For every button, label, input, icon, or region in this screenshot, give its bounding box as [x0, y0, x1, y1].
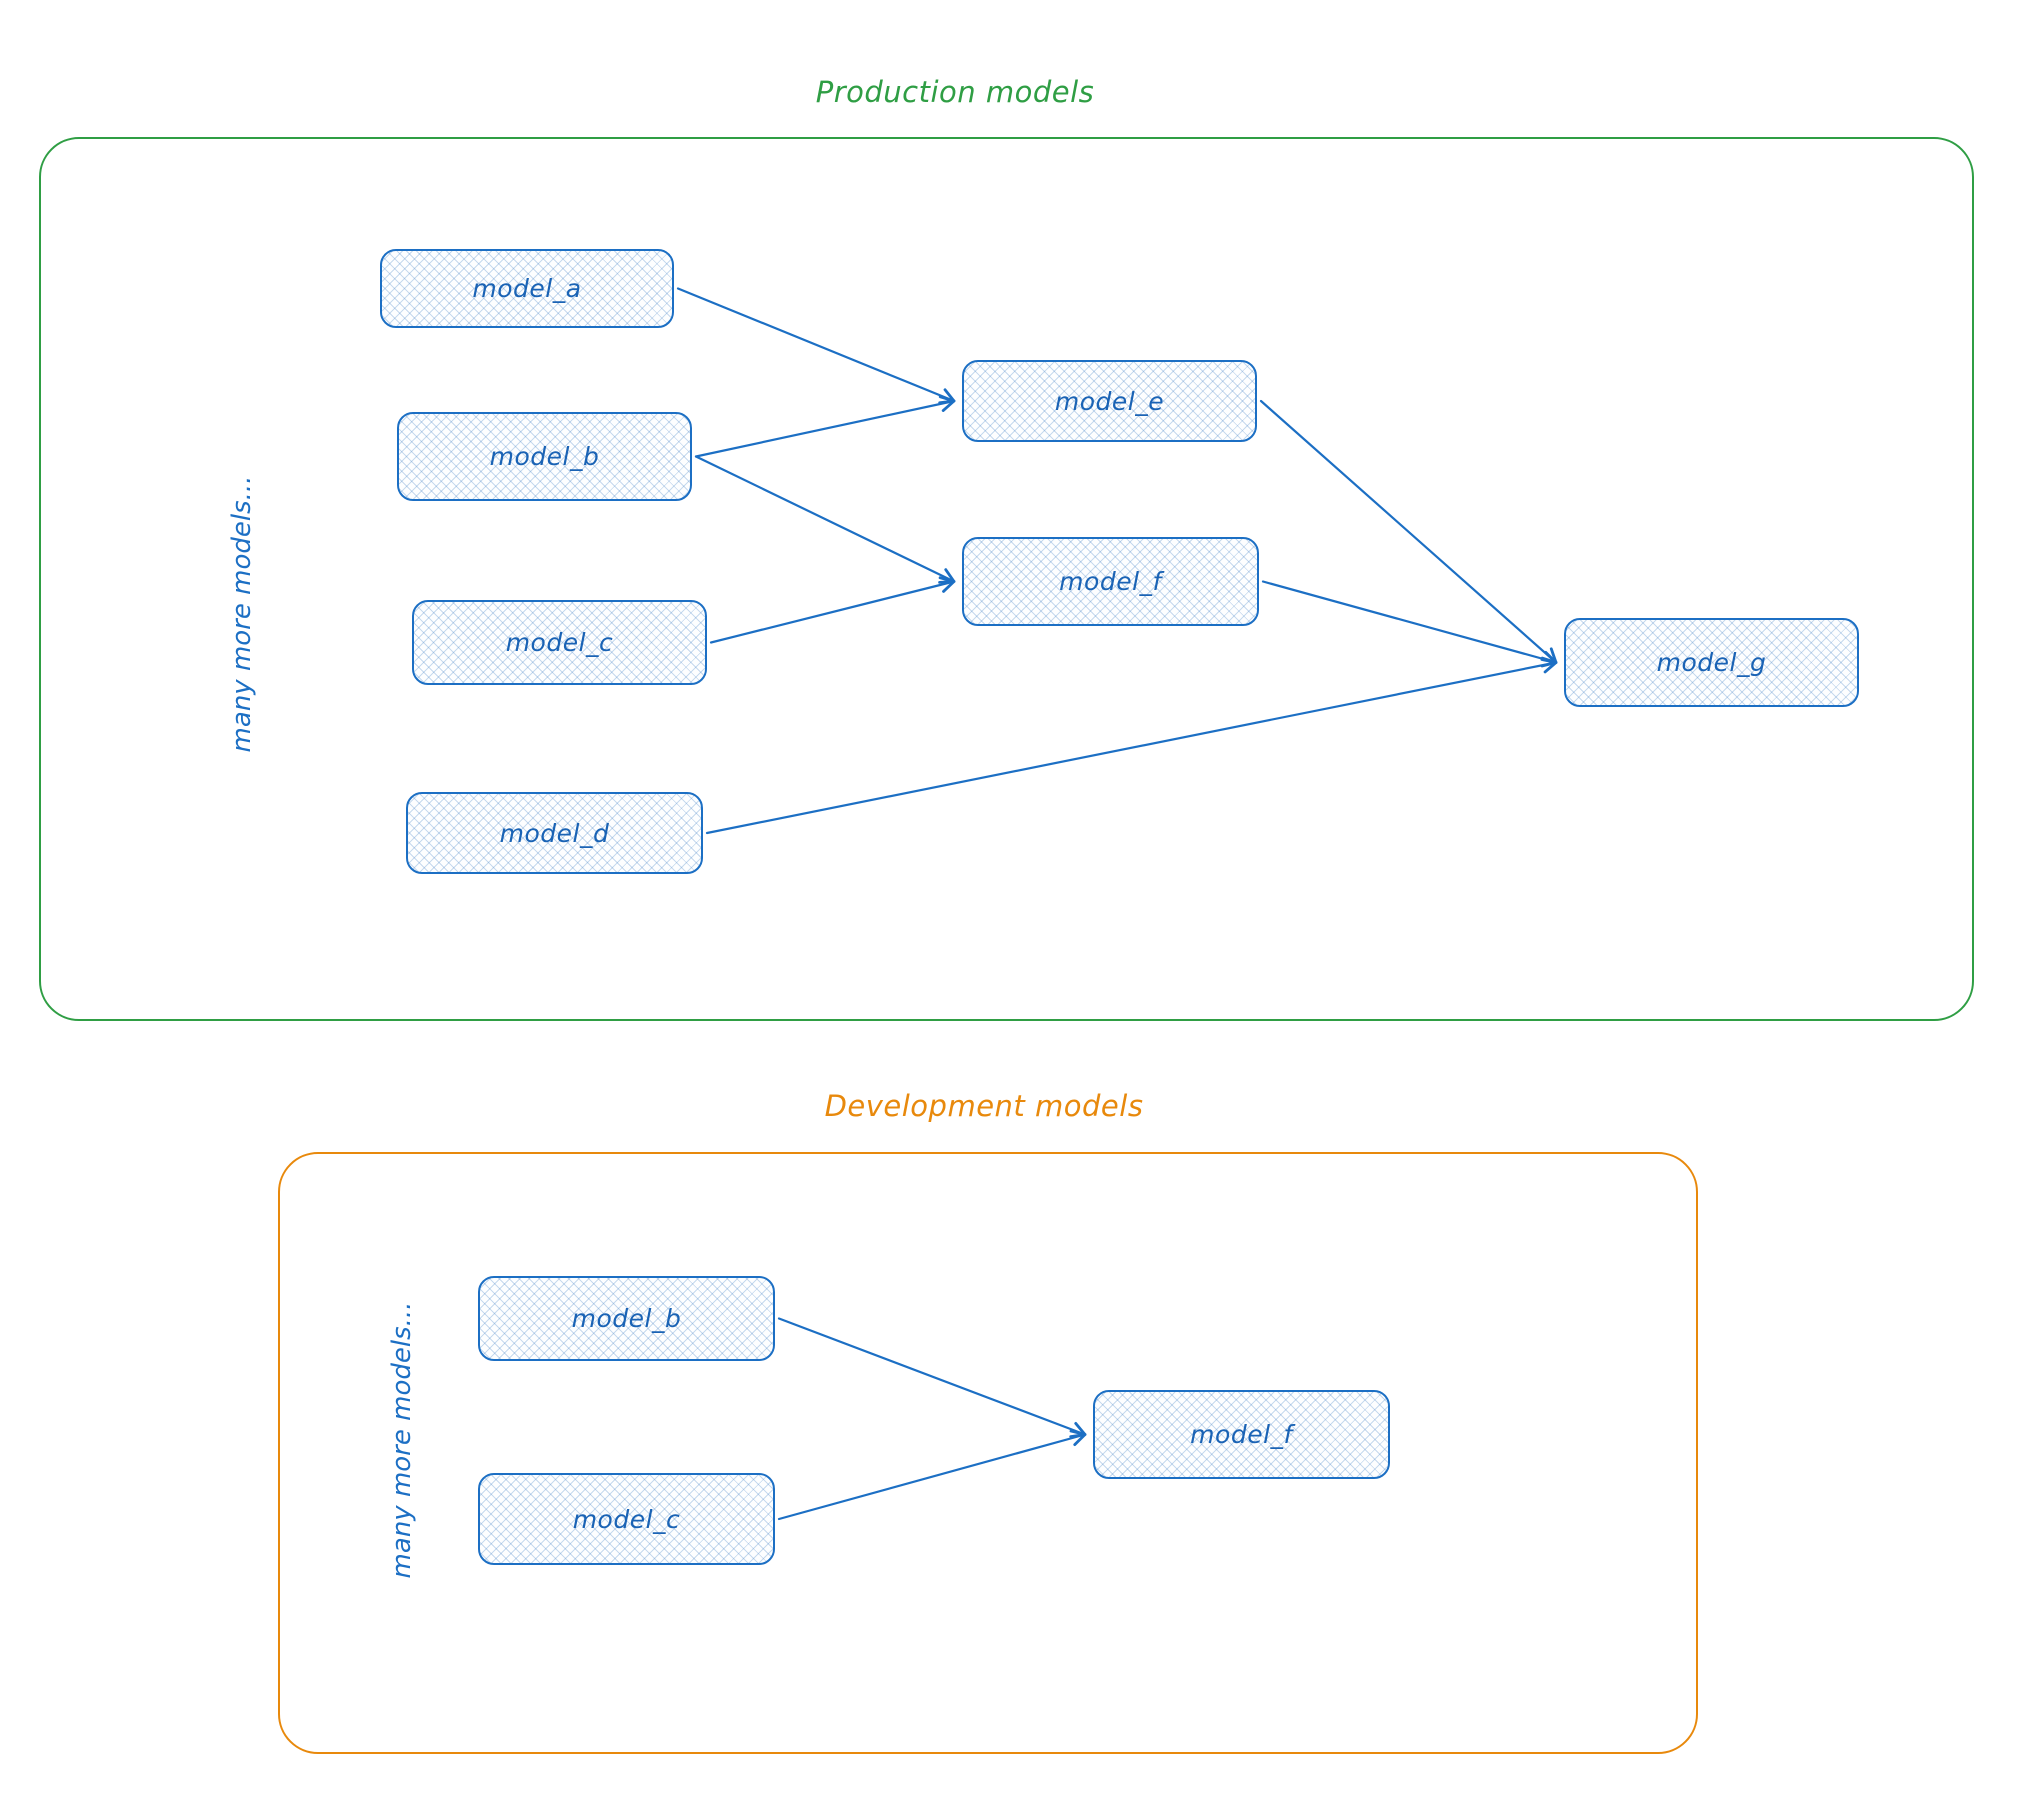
diagram-node-production-model_b: model_b: [397, 412, 692, 501]
development-group-box: [278, 1152, 1698, 1754]
node-label: model_c: [572, 1504, 681, 1534]
node-label: model_f: [1059, 567, 1162, 596]
node-label: model_f: [1190, 1420, 1293, 1449]
diagram-node-production-model_f: model_f: [962, 537, 1259, 626]
production-side-label: many more models...: [227, 475, 257, 753]
diagram-node-development-model_b: model_b: [478, 1276, 775, 1361]
diagram-node-production-model_g: model_g: [1564, 618, 1859, 707]
diagram-node-production-model_c: model_c: [412, 600, 707, 685]
diagram-node-production-model_d: model_d: [406, 792, 703, 874]
node-label: model_g: [1656, 648, 1767, 677]
diagram-node-production-model_e: model_e: [962, 360, 1257, 442]
production-group-box: [39, 137, 1974, 1021]
node-label: model_b: [489, 442, 600, 471]
diagram-node-production-model_a: model_a: [380, 249, 674, 328]
development-group-title: Development models: [824, 1089, 1144, 1123]
diagram-node-development-model_f: model_f: [1093, 1390, 1390, 1479]
node-label: model_e: [1054, 386, 1165, 416]
node-label: model_a: [472, 274, 582, 303]
node-label: model_d: [499, 818, 610, 848]
node-label: model_c: [505, 628, 614, 657]
production-group-title: Production models: [815, 75, 1095, 109]
diagram-node-development-model_c: model_c: [478, 1473, 775, 1565]
development-side-label: many more models...: [387, 1301, 417, 1579]
node-label: model_b: [571, 1304, 682, 1333]
